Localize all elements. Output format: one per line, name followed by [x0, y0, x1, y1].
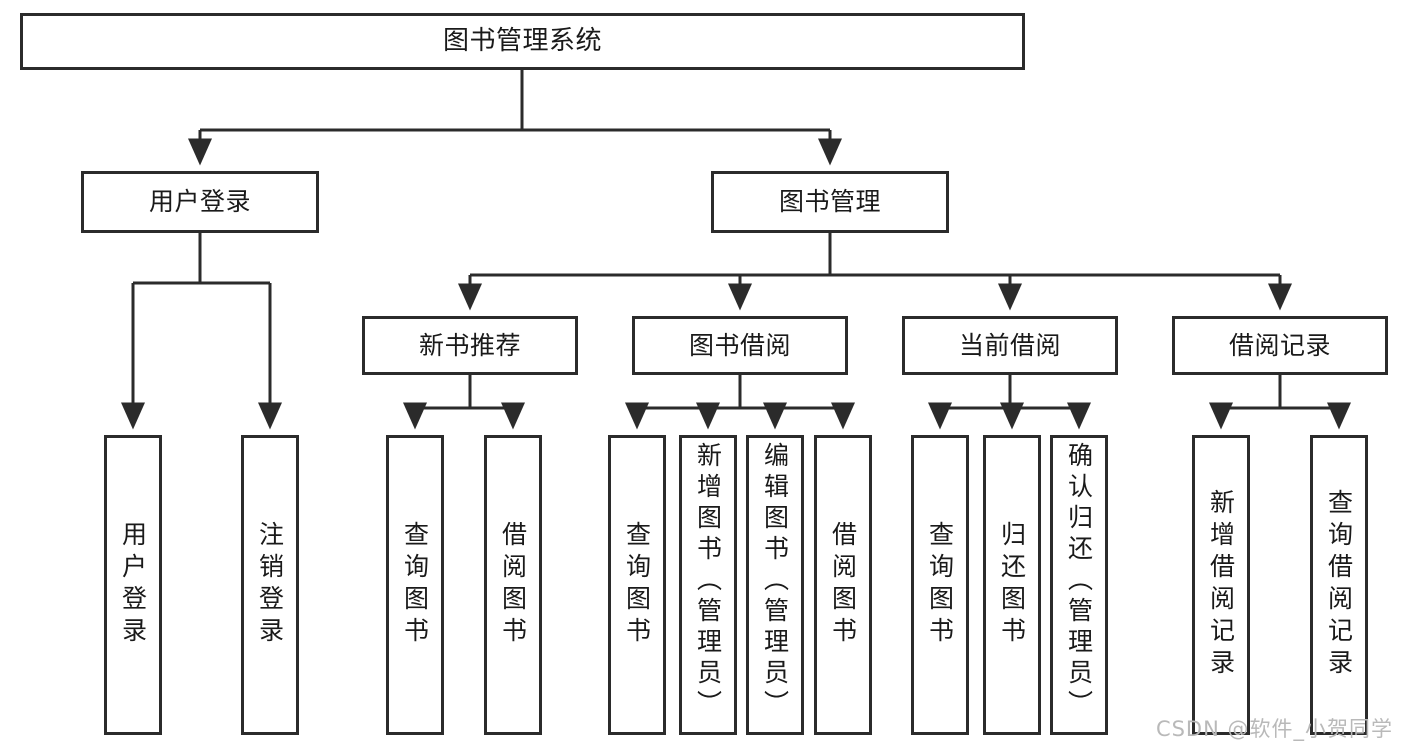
leaf-query-book-2[interactable]: 查询图书 — [608, 435, 666, 735]
node-borrow-record[interactable]: 借阅记录 — [1172, 316, 1388, 375]
leaf-logout-login-label: 注销登录 — [255, 521, 285, 649]
node-book-management[interactable]: 图书管理 — [711, 171, 949, 233]
node-current-borrow[interactable]: 当前借阅 — [902, 316, 1118, 375]
node-book-management-label: 图书管理 — [778, 187, 881, 216]
leaf-return-book[interactable]: 归还图书 — [983, 435, 1041, 735]
node-root[interactable]: 图书管理系统 — [20, 13, 1025, 70]
node-book-borrow[interactable]: 图书借阅 — [632, 316, 848, 375]
leaf-add-borrow-record-label: 新增借阅记录 — [1206, 489, 1236, 681]
leaf-query-book-1-label: 查询图书 — [400, 521, 430, 649]
node-current-borrow-label: 当前借阅 — [958, 330, 1061, 360]
leaf-borrow-book-1-label: 借阅图书 — [498, 521, 528, 649]
leaf-add-borrow-record[interactable]: 新增借阅记录 — [1192, 435, 1250, 735]
leaf-query-book-3-label: 查询图书 — [925, 521, 955, 649]
leaf-return-book-label: 归还图书 — [997, 521, 1027, 649]
leaf-logout-login[interactable]: 注销登录 — [241, 435, 299, 735]
leaf-user-login[interactable]: 用户登录 — [104, 435, 162, 735]
leaf-query-book-1[interactable]: 查询图书 — [386, 435, 444, 735]
leaf-query-borrow-record-label: 查询借阅记录 — [1324, 489, 1354, 681]
node-new-book-recommend-label: 新书推荐 — [418, 330, 521, 360]
node-root-label: 图书管理系统 — [442, 25, 602, 56]
leaf-query-book-3[interactable]: 查询图书 — [911, 435, 969, 735]
node-user-login[interactable]: 用户登录 — [81, 171, 319, 233]
leaf-query-borrow-record[interactable]: 查询借阅记录 — [1310, 435, 1368, 735]
leaf-query-book-2-label: 查询图书 — [622, 521, 652, 649]
node-user-login-label: 用户登录 — [148, 187, 251, 216]
leaf-edit-book-admin-label: 编辑图书（管理员） — [760, 442, 790, 721]
leaf-borrow-book-2[interactable]: 借阅图书 — [814, 435, 872, 735]
leaf-borrow-book-1[interactable]: 借阅图书 — [484, 435, 542, 735]
node-borrow-record-label: 借阅记录 — [1228, 330, 1331, 360]
node-book-borrow-label: 图书借阅 — [688, 330, 791, 360]
leaf-confirm-return[interactable]: 确认归还（管理员） — [1050, 435, 1108, 735]
leaf-user-login-label: 用户登录 — [118, 521, 148, 649]
node-new-book-recommend[interactable]: 新书推荐 — [362, 316, 578, 375]
leaf-add-book-admin[interactable]: 新增图书（管理员） — [679, 435, 737, 735]
leaf-confirm-return-label: 确认归还（管理员） — [1064, 442, 1094, 721]
leaf-edit-book-admin[interactable]: 编辑图书（管理员） — [746, 435, 804, 735]
watermark-text: CSDN @软件_小贺同学 — [1155, 717, 1393, 741]
leaf-add-book-admin-label: 新增图书（管理员） — [693, 442, 723, 721]
leaf-borrow-book-2-label: 借阅图书 — [828, 521, 858, 649]
